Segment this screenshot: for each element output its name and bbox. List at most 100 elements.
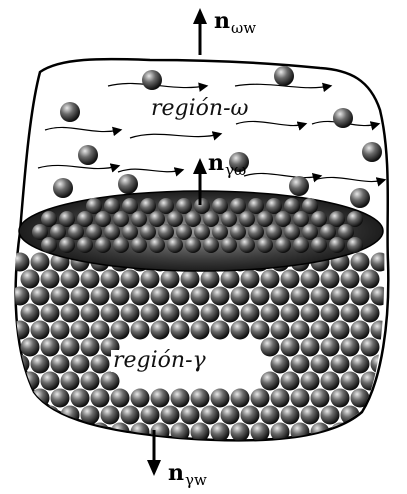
particle xyxy=(60,269,80,289)
particle xyxy=(194,224,210,240)
particle xyxy=(15,320,30,340)
particle xyxy=(15,354,30,374)
particle xyxy=(20,405,40,425)
particle xyxy=(160,405,180,425)
particle xyxy=(300,337,320,357)
particle xyxy=(80,405,100,425)
particle xyxy=(95,237,111,253)
particle xyxy=(320,371,340,391)
particle xyxy=(176,198,192,214)
particle xyxy=(60,371,80,391)
particle xyxy=(149,237,165,253)
particle xyxy=(180,405,200,425)
particle xyxy=(360,269,380,289)
particle xyxy=(20,303,40,323)
particle xyxy=(120,405,140,425)
particle xyxy=(203,211,219,227)
particle xyxy=(180,269,200,289)
particle xyxy=(260,371,280,391)
particle xyxy=(320,269,340,289)
particle xyxy=(260,405,280,425)
particle xyxy=(158,198,174,214)
normal-vectors xyxy=(147,8,207,476)
particle xyxy=(248,198,264,214)
omega-particles xyxy=(53,66,382,208)
particle xyxy=(230,286,250,306)
particle xyxy=(290,286,310,306)
particle xyxy=(15,252,30,272)
particle xyxy=(60,303,80,323)
particle xyxy=(90,388,110,408)
particle xyxy=(221,211,237,227)
particle xyxy=(160,269,180,289)
particle xyxy=(293,237,309,253)
particle xyxy=(329,237,345,253)
particle xyxy=(180,303,200,323)
particle xyxy=(210,286,230,306)
particle xyxy=(310,388,330,408)
particle xyxy=(70,388,90,408)
particle xyxy=(340,269,360,289)
particle xyxy=(15,286,30,306)
particle xyxy=(300,303,320,323)
particle xyxy=(15,388,30,408)
particle xyxy=(300,269,320,289)
particle xyxy=(350,388,370,408)
particle xyxy=(240,303,260,323)
particle xyxy=(230,224,246,240)
particle xyxy=(50,422,70,441)
particle xyxy=(113,237,129,253)
particle xyxy=(302,198,318,214)
particle xyxy=(270,286,290,306)
particle xyxy=(270,354,290,374)
particle xyxy=(320,224,336,240)
particle xyxy=(330,320,350,340)
particle xyxy=(140,303,160,323)
particle xyxy=(100,269,120,289)
particle xyxy=(221,237,237,253)
particle xyxy=(150,388,170,408)
particle xyxy=(100,405,120,425)
particle xyxy=(40,269,60,289)
particle xyxy=(212,198,228,214)
interface-particles xyxy=(32,198,363,253)
particle xyxy=(30,320,50,340)
particle xyxy=(90,320,110,340)
particle xyxy=(220,303,240,323)
particle xyxy=(290,354,310,374)
particle xyxy=(200,405,220,425)
particle xyxy=(59,237,75,253)
particle xyxy=(30,286,50,306)
particle xyxy=(290,388,310,408)
particle xyxy=(310,286,330,306)
particle xyxy=(347,211,363,227)
particle xyxy=(20,337,40,357)
normal-label-gamma-wall: nγw xyxy=(168,460,207,489)
gamma-particles xyxy=(15,252,385,441)
particle xyxy=(185,237,201,253)
particle xyxy=(70,320,90,340)
particle xyxy=(80,303,100,323)
particle xyxy=(80,371,100,391)
particle xyxy=(190,388,210,408)
particle xyxy=(160,303,180,323)
particle xyxy=(350,354,370,374)
particle xyxy=(330,388,350,408)
particle xyxy=(250,320,270,340)
particle xyxy=(280,303,300,323)
particle xyxy=(311,211,327,227)
particle xyxy=(257,211,273,227)
particle xyxy=(230,198,246,214)
particle xyxy=(290,422,310,441)
particle xyxy=(350,320,370,340)
particle xyxy=(32,224,48,240)
particle xyxy=(100,371,120,391)
particle xyxy=(30,354,50,374)
particle xyxy=(270,320,290,340)
particle xyxy=(41,211,57,227)
particle xyxy=(370,388,385,408)
particle xyxy=(70,286,90,306)
particle xyxy=(370,320,385,340)
particle xyxy=(68,224,84,240)
